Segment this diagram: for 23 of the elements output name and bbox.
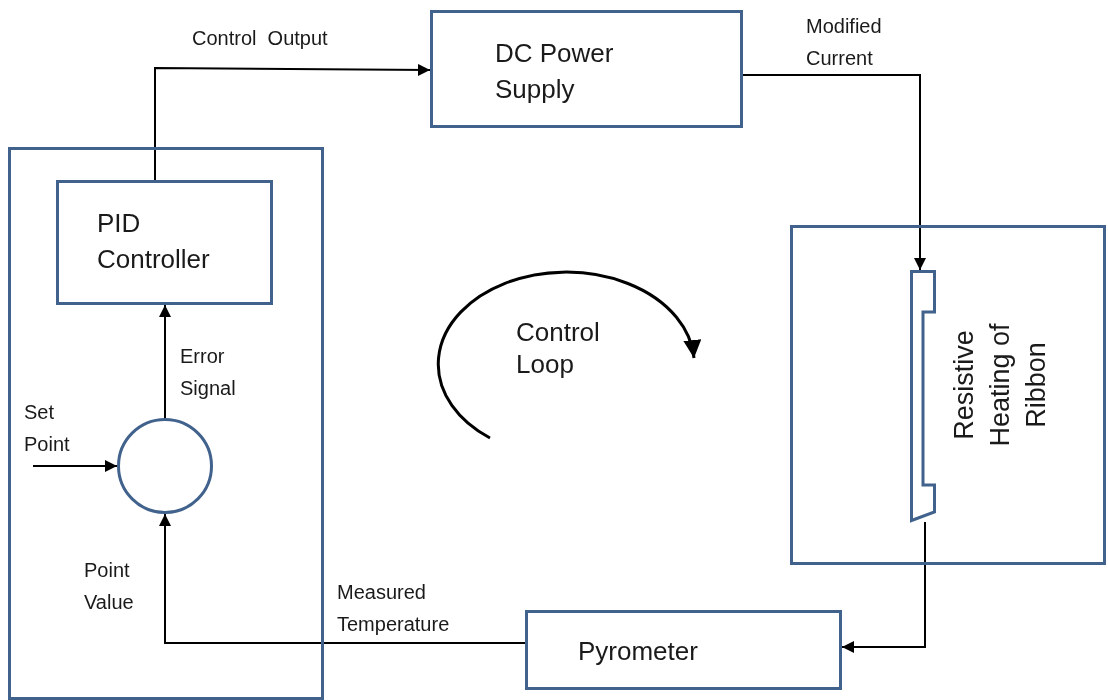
arrow — [841, 521, 926, 653]
edge-label: Modified Current — [806, 14, 883, 71]
process-box — [525, 610, 842, 690]
arrow — [159, 304, 171, 419]
arrow — [159, 513, 526, 644]
panel-box — [8, 147, 324, 700]
signal-label: Point Value — [84, 558, 135, 615]
arrow — [32, 460, 118, 472]
ribbon-drawing — [910, 270, 936, 522]
loop-label: Control Loop — [516, 316, 601, 380]
node-text: DC Power Supply — [495, 37, 615, 106]
node-text: Resistive Heating of Ribbon — [948, 322, 1052, 449]
process-box — [56, 180, 273, 305]
node-text: PID Controller — [97, 207, 211, 276]
edge-label: Control Output — [192, 26, 328, 51]
edge-label: Set Point — [24, 400, 71, 457]
edge-label: Error Signal — [180, 344, 237, 401]
arrow — [742, 74, 926, 271]
edge-label: Measured Temperature — [337, 580, 451, 637]
node-text: Pyrometer — [578, 635, 698, 668]
process-box — [430, 10, 743, 128]
heating-chamber-box — [790, 225, 1106, 565]
arrow — [154, 63, 431, 181]
